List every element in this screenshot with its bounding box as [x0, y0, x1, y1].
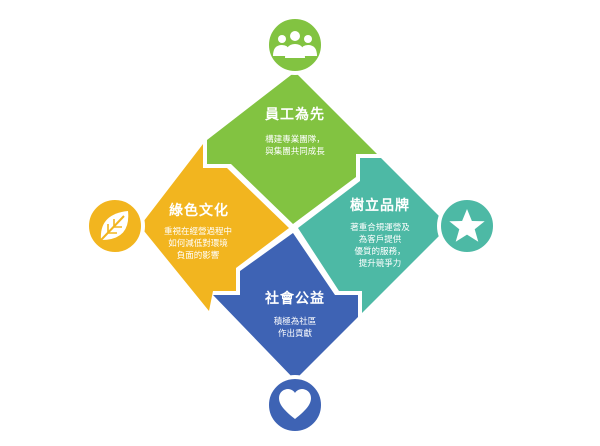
desc-line: 優質的服務， [354, 247, 406, 257]
desc-line: 提升競爭力 [358, 259, 402, 269]
desc-line: 構建專業團隊， [265, 135, 325, 145]
quadrant-left [140, 144, 289, 311]
quadrant-bottom [213, 233, 358, 380]
quadrant-right-title: 樹立品牌 [350, 198, 410, 214]
leaf-icon [85, 196, 145, 256]
desc-line: 著重合規運營及 [350, 223, 410, 233]
quadrant-right [298, 158, 449, 313]
quadrant-top [207, 72, 377, 224]
people-icon [265, 15, 325, 75]
desc-line: 重視在經營過程中 [163, 227, 232, 237]
desc-line: 作出貢獻 [277, 329, 312, 339]
star-icon [437, 196, 497, 256]
quadrant-top-desc: 構建專業團隊， 與集團共同成長 [240, 134, 350, 158]
desc-line: 與集團共同成長 [265, 147, 325, 157]
desc-line: 如何減低對環境 [168, 239, 228, 249]
quadrant-bottom-title: 社會公益 [265, 291, 325, 307]
desc-line: 負面的影響 [176, 251, 220, 261]
heart-icon [265, 375, 325, 435]
quadrant-top-title: 員工為先 [265, 107, 325, 123]
desc-line: 積極為社區 [273, 317, 317, 327]
quadrant-bottom-desc: 積極為社區 作出貢獻 [245, 316, 345, 340]
quadrant-left-desc: 重視在經營過程中 如何減低對環境 負面的影響 [142, 226, 254, 262]
quadrant-left-title: 綠色文化 [169, 203, 229, 219]
quadrant-right-desc: 著重合規運營及 為客戶提供 優質的服務， 提升競爭力 [325, 222, 435, 270]
desc-line: 為客戶提供 [358, 235, 402, 245]
